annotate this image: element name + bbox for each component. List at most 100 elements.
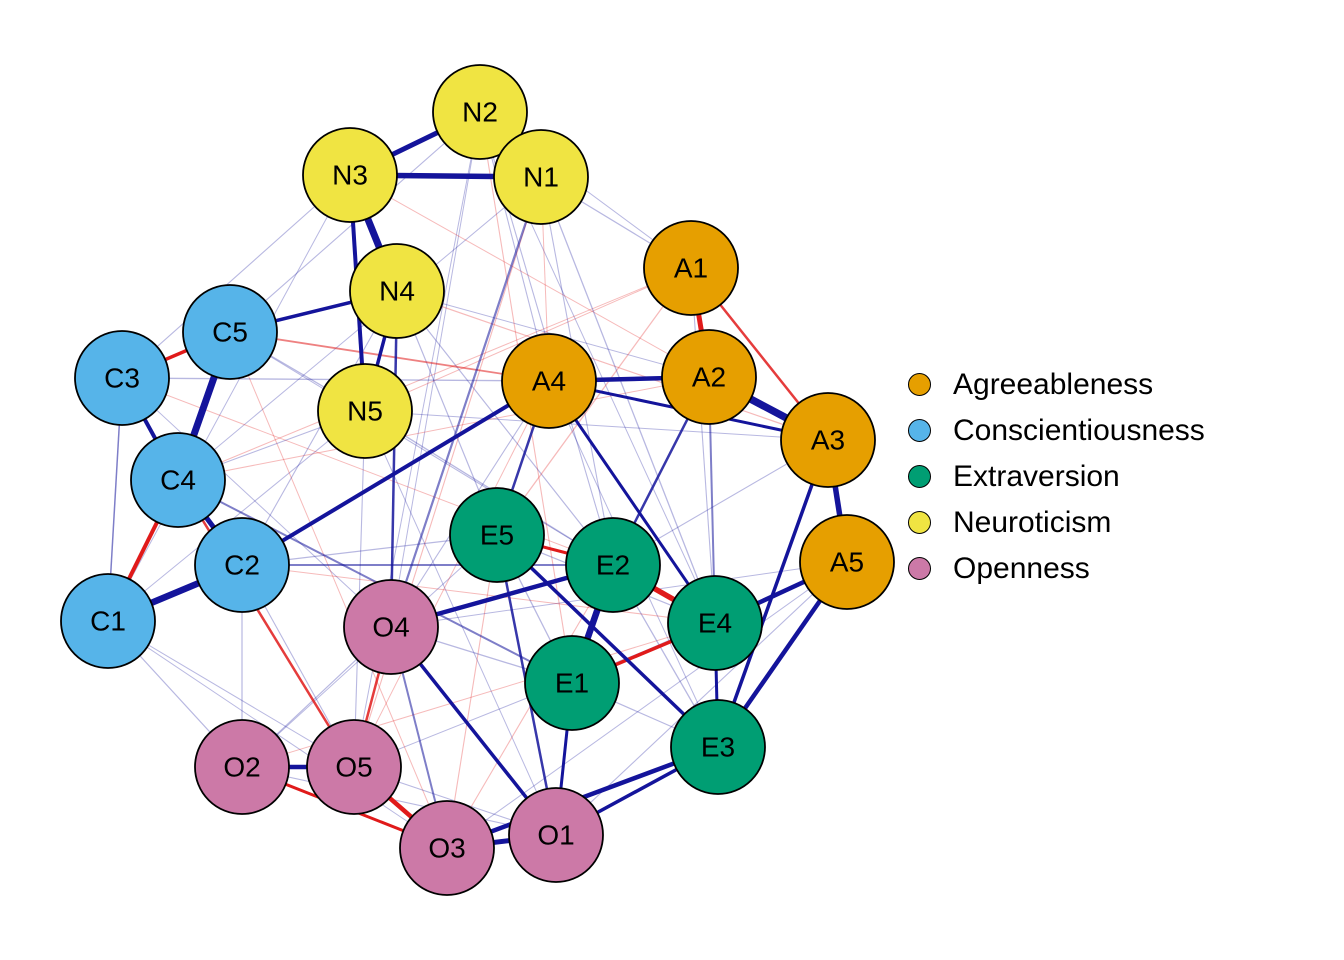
edge-C2-A4 bbox=[240, 379, 551, 567]
legend-label: Extraversion bbox=[953, 459, 1120, 493]
edge-A4-O5 bbox=[353, 380, 550, 768]
node-circle-N5 bbox=[317, 363, 413, 459]
node-N4: N4 bbox=[349, 243, 445, 339]
legend-dot-icon bbox=[908, 373, 931, 396]
node-N1: N1 bbox=[493, 129, 589, 225]
node-label-A1: A1 bbox=[674, 253, 708, 284]
node-circle-C5 bbox=[182, 284, 278, 380]
node-A3: A3 bbox=[780, 392, 876, 488]
node-circle-A3 bbox=[780, 392, 876, 488]
node-circle-O3 bbox=[399, 800, 495, 896]
node-label-N5: N5 bbox=[347, 396, 383, 427]
edge-A1-E4 bbox=[690, 267, 716, 624]
node-circle-E2 bbox=[565, 517, 661, 613]
node-label-N3: N3 bbox=[332, 160, 368, 191]
node-circle-N2 bbox=[432, 64, 528, 160]
node-label-N4: N4 bbox=[379, 276, 415, 307]
node-circle-E4 bbox=[667, 575, 763, 671]
edge-A3-E3 bbox=[716, 439, 830, 748]
node-circle-N1 bbox=[493, 129, 589, 225]
edge-N2-O4 bbox=[390, 111, 481, 628]
edge-N1-O4 bbox=[389, 176, 543, 628]
node-label-A3: A3 bbox=[811, 425, 845, 456]
legend-label: Agreeableness bbox=[953, 367, 1154, 401]
legend-label: Neuroticism bbox=[953, 505, 1112, 539]
node-label-O4: O4 bbox=[372, 612, 409, 643]
node-A2: A2 bbox=[661, 329, 757, 425]
edge-N3-C3 bbox=[121, 174, 351, 379]
edge-N3-C1 bbox=[107, 174, 351, 622]
edge-C5-O3 bbox=[229, 331, 448, 849]
edge-C5-E2 bbox=[229, 331, 614, 566]
node-label-O3: O3 bbox=[428, 833, 465, 864]
node-A1: A1 bbox=[643, 220, 739, 316]
node-circle-A1 bbox=[643, 220, 739, 316]
node-circle-C3 bbox=[74, 330, 170, 426]
edge-N4-A3 bbox=[396, 290, 829, 441]
legend-item-neuroticism: Neuroticism bbox=[908, 506, 1205, 539]
node-label-C3: C3 bbox=[104, 363, 140, 394]
node-label-E2: E2 bbox=[596, 550, 630, 581]
node-circle-A5 bbox=[799, 514, 895, 610]
node-label-C2: C2 bbox=[224, 550, 260, 581]
node-N2: N2 bbox=[432, 64, 528, 160]
legend-item-conscientiousness: Conscientiousness bbox=[908, 414, 1205, 447]
node-label-O2: O2 bbox=[223, 752, 260, 783]
node-E5: E5 bbox=[449, 487, 545, 583]
node-C4: C4 bbox=[130, 432, 226, 528]
legend-dot-icon bbox=[908, 419, 931, 442]
edge-N5-C1 bbox=[107, 410, 366, 622]
node-circle-O5 bbox=[306, 719, 402, 815]
node-circle-C2 bbox=[194, 517, 290, 613]
edge-C1-O3 bbox=[107, 620, 448, 849]
legend-item-agreeableness: Agreeableness bbox=[908, 368, 1205, 401]
edge-N5-O5 bbox=[353, 410, 366, 768]
edge-N1-E4 bbox=[540, 176, 716, 624]
edge-N4-C2 bbox=[241, 290, 398, 566]
node-A4: A4 bbox=[501, 333, 597, 429]
node-O1: O1 bbox=[508, 787, 604, 883]
legend-label: Openness bbox=[953, 551, 1090, 585]
edge-C5-A4 bbox=[229, 331, 550, 382]
edge-C2-E4 bbox=[241, 564, 716, 624]
node-E2: E2 bbox=[565, 517, 661, 613]
edge-A1-C4 bbox=[177, 267, 692, 481]
node-circle-E1 bbox=[524, 635, 620, 731]
node-label-E4: E4 bbox=[698, 608, 732, 639]
node-label-A2: A2 bbox=[692, 362, 726, 393]
legend-dot-icon bbox=[908, 511, 931, 534]
node-N5: N5 bbox=[317, 363, 413, 459]
node-circle-E5 bbox=[449, 487, 545, 583]
node-E1: E1 bbox=[524, 635, 620, 731]
node-O4: O4 bbox=[343, 579, 439, 675]
node-E3: E3 bbox=[670, 699, 766, 795]
node-label-C4: C4 bbox=[160, 465, 196, 496]
edge-A4-E4 bbox=[547, 380, 717, 624]
node-label-O1: O1 bbox=[537, 820, 574, 851]
edge-O2-O1 bbox=[241, 766, 557, 836]
node-label-A5: A5 bbox=[830, 547, 864, 578]
node-circle-C4 bbox=[130, 432, 226, 528]
node-C1: C1 bbox=[60, 573, 156, 669]
node-circle-A4 bbox=[501, 333, 597, 429]
legend-dot-icon bbox=[908, 465, 931, 488]
legend-item-openness: Openness bbox=[908, 552, 1205, 585]
node-circle-O4 bbox=[343, 579, 439, 675]
legend-dot-icon bbox=[908, 557, 931, 580]
edge-A1-E5 bbox=[496, 267, 692, 536]
node-circle-O2 bbox=[194, 719, 290, 815]
node-circle-N3 bbox=[302, 127, 398, 223]
edge-N4-E2 bbox=[396, 290, 614, 566]
node-label-C1: C1 bbox=[90, 606, 126, 637]
node-circle-E3 bbox=[670, 699, 766, 795]
node-circle-N4 bbox=[349, 243, 445, 339]
node-label-N2: N2 bbox=[462, 97, 498, 128]
node-C3: C3 bbox=[74, 330, 170, 426]
edge-C4-O5 bbox=[176, 479, 356, 768]
edge-N4-O4 bbox=[389, 290, 399, 628]
node-label-O5: O5 bbox=[335, 752, 372, 783]
edge-O1-N5 bbox=[364, 410, 557, 836]
